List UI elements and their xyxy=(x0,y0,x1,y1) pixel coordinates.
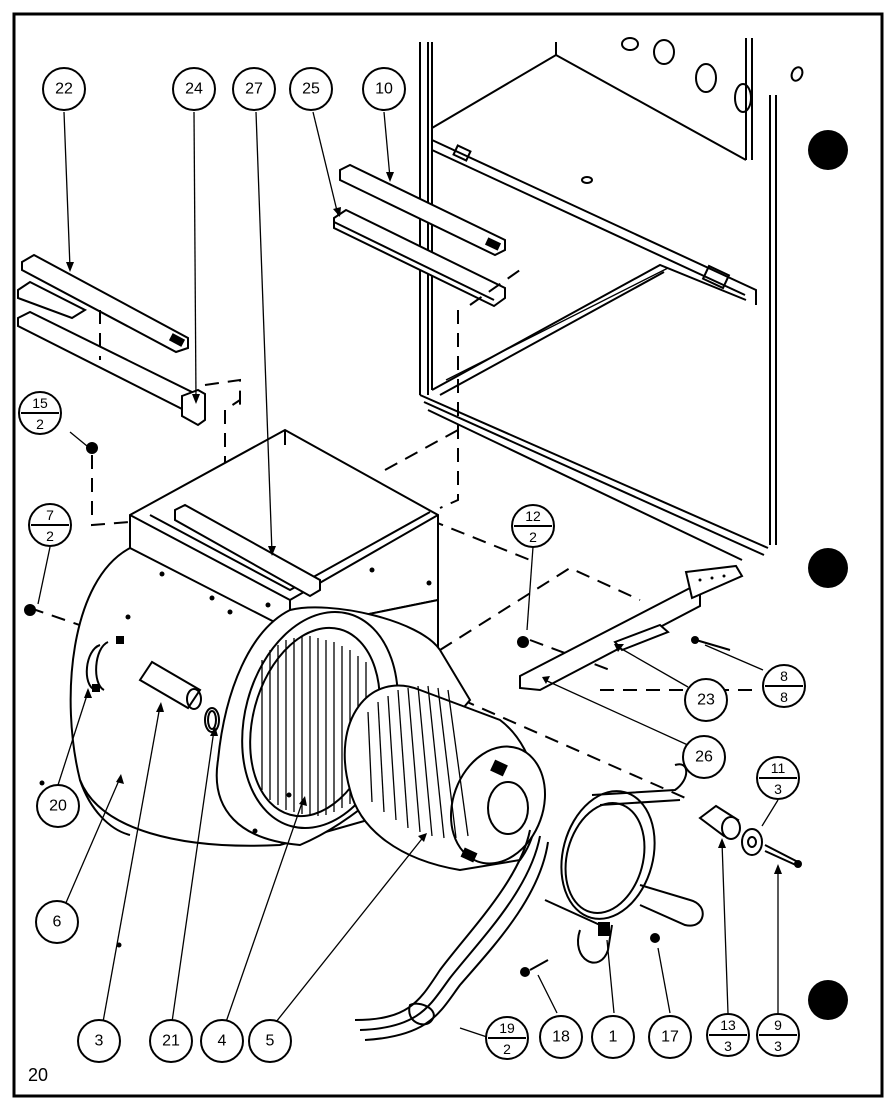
cabinet-frame xyxy=(419,37,804,561)
callout-24: 24 xyxy=(172,67,216,111)
binder-hole-top xyxy=(808,130,848,170)
callout-fraction-bottom: 3 xyxy=(774,1038,782,1054)
binder-hole-bottom xyxy=(808,980,848,1020)
callout-23: 23 xyxy=(684,678,728,722)
rail-24 xyxy=(181,388,206,427)
screws xyxy=(24,442,731,977)
callout-6: 6 xyxy=(35,900,79,944)
callout-fraction-19-2: 19 2 xyxy=(485,1016,529,1060)
callout-fraction-top: 19 xyxy=(499,1020,515,1036)
callout-20: 20 xyxy=(36,784,80,828)
callout-fraction-9-3: 9 3 xyxy=(756,1013,800,1057)
rail-22 xyxy=(17,253,201,414)
rail-23-26 xyxy=(519,564,744,692)
callout-label: 5 xyxy=(266,1033,275,1050)
callout-25: 25 xyxy=(289,67,333,111)
callout-fraction-top: 15 xyxy=(32,395,48,411)
callout-label: 24 xyxy=(185,81,203,98)
blower-motor xyxy=(343,684,549,1041)
callout-label: 3 xyxy=(95,1033,104,1050)
callout-label: 17 xyxy=(661,1029,679,1046)
callout-22: 22 xyxy=(42,67,86,111)
callout-fraction-bottom: 3 xyxy=(724,1038,732,1054)
leader-lines xyxy=(37,111,782,1039)
callout-fraction-bottom: 8 xyxy=(780,689,788,705)
callout-fraction-bottom: 3 xyxy=(774,781,782,797)
callout-fraction-13-3: 13 3 xyxy=(706,1013,750,1057)
callout-4: 4 xyxy=(200,1019,244,1063)
callout-label: 26 xyxy=(695,749,713,766)
callout-label: 25 xyxy=(302,81,320,98)
callout-fraction-7-2: 7 2 xyxy=(28,503,72,547)
callout-fraction-15-2: 15 2 xyxy=(18,391,62,435)
callout-fraction-bottom: 2 xyxy=(36,416,44,432)
callout-label: 23 xyxy=(697,692,715,709)
callout-fraction-bottom: 2 xyxy=(46,528,54,544)
callout-3: 3 xyxy=(77,1019,121,1063)
callout-label: 20 xyxy=(49,798,67,815)
callout-label: 18 xyxy=(552,1029,570,1046)
callout-label: 4 xyxy=(218,1033,227,1050)
rail-25 xyxy=(333,208,506,308)
callout-27: 27 xyxy=(232,67,276,111)
page-number: 20 xyxy=(28,1065,48,1085)
callout-fraction-top: 11 xyxy=(771,760,786,776)
callout-label: 22 xyxy=(55,81,73,98)
mounting-hardware xyxy=(698,804,802,868)
callout-label: 10 xyxy=(375,81,393,98)
capacitor-strap xyxy=(85,636,124,692)
callout-fraction-12-2: 12 2 xyxy=(511,504,555,548)
callout-fraction-top: 9 xyxy=(774,1017,782,1033)
callout-fraction-top: 13 xyxy=(720,1017,736,1033)
callout-26: 26 xyxy=(682,735,726,779)
callout-fraction-bottom: 2 xyxy=(503,1041,511,1057)
callout-label: 1 xyxy=(609,1029,618,1046)
callout-fraction-11-3: 11 3 xyxy=(756,756,800,800)
callout-fraction-8-8: 8 8 xyxy=(762,664,806,708)
callout-5: 5 xyxy=(248,1019,292,1063)
callout-fraction-bottom: 2 xyxy=(529,529,537,545)
callout-fraction-top: 7 xyxy=(46,507,54,523)
callout-1: 1 xyxy=(591,1015,635,1059)
callout-18: 18 xyxy=(539,1015,583,1059)
motor-mount xyxy=(544,763,704,964)
callout-fraction-top: 12 xyxy=(525,508,541,524)
callout-label: 21 xyxy=(162,1033,180,1050)
callout-label: 27 xyxy=(245,81,263,98)
callout-10: 10 xyxy=(362,67,406,111)
callout-17: 17 xyxy=(648,1015,692,1059)
callout-21: 21 xyxy=(149,1019,193,1063)
rail-10 xyxy=(339,163,506,257)
page-border xyxy=(12,12,884,1098)
binder-hole-middle xyxy=(808,548,848,588)
callout-fraction-top: 8 xyxy=(780,668,788,684)
callout-label: 6 xyxy=(53,914,62,931)
